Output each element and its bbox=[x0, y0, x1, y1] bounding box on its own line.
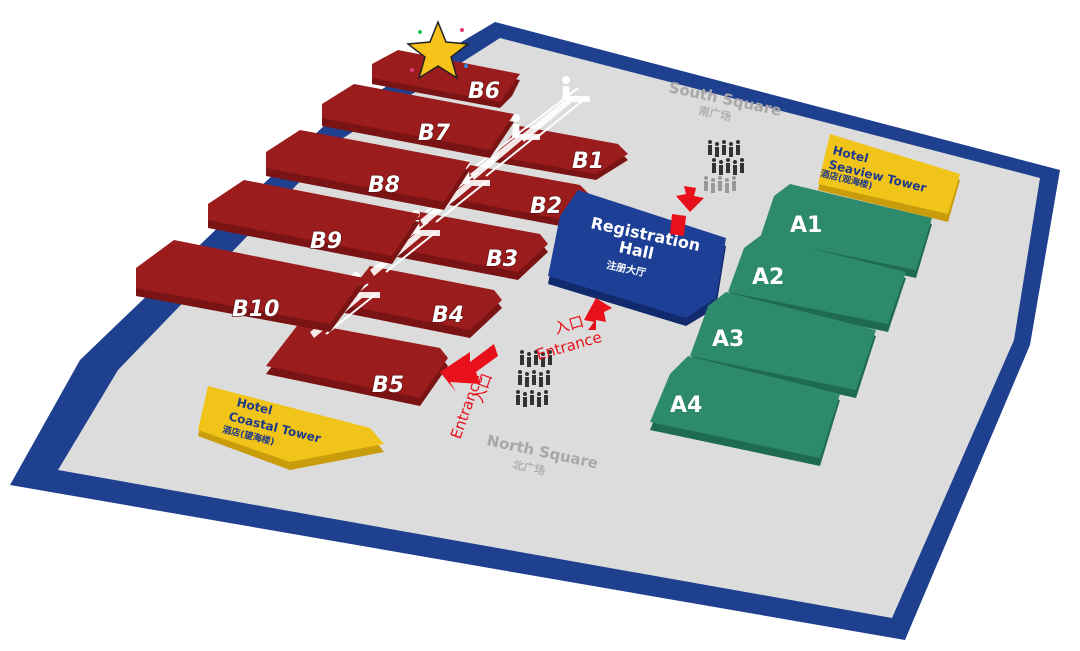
hotel-seaview[interactable]: Hotel Seaview Tower 酒店(观海楼) bbox=[818, 134, 960, 222]
hall-b4-label: B4 bbox=[432, 303, 464, 328]
hall-b5-label: B5 bbox=[372, 373, 404, 398]
hall-b10-label: B10 bbox=[232, 297, 279, 322]
svg-text:北广场: 北广场 bbox=[511, 457, 546, 478]
hall-b9[interactable]: B9 bbox=[208, 180, 420, 264]
hall-a3[interactable]: A3 bbox=[690, 292, 876, 398]
hall-a4[interactable]: A4 bbox=[650, 356, 840, 466]
svg-text:南广场: 南广场 bbox=[697, 103, 732, 124]
hall-b6-label: B6 bbox=[468, 79, 500, 104]
hall-b2-label: B2 bbox=[530, 194, 562, 219]
hall-a1-label: A1 bbox=[790, 213, 822, 238]
hall-b6[interactable]: B6 bbox=[372, 50, 520, 108]
hall-a1[interactable]: A1 bbox=[760, 184, 932, 278]
arrow-icon bbox=[440, 186, 704, 392]
hall-a2[interactable]: A2 bbox=[728, 236, 906, 332]
hall-b9-label: B9 bbox=[310, 229, 342, 254]
hall-b1-label: B1 bbox=[572, 149, 604, 174]
hall-b4[interactable]: B4 bbox=[340, 266, 502, 338]
site-ground bbox=[10, 22, 1060, 640]
hall-b7-label: B7 bbox=[418, 121, 451, 146]
hall-a2-label: A2 bbox=[752, 265, 784, 290]
hall-a3-label: A3 bbox=[712, 327, 744, 352]
hall-a4-label: A4 bbox=[670, 393, 702, 418]
star-icon bbox=[406, 19, 470, 80]
hall-b7[interactable]: B7 bbox=[322, 84, 514, 158]
hall-b8[interactable]: B8 bbox=[266, 130, 470, 210]
hall-b5[interactable]: B5 bbox=[266, 322, 448, 406]
hotel-coastal[interactable]: Hotel Coastal Tower 酒店(望海楼) bbox=[198, 386, 384, 470]
hall-b3-label: B3 bbox=[486, 247, 518, 272]
hall-b10[interactable]: B10 bbox=[136, 240, 364, 332]
hall-b8-label: B8 bbox=[368, 173, 400, 198]
